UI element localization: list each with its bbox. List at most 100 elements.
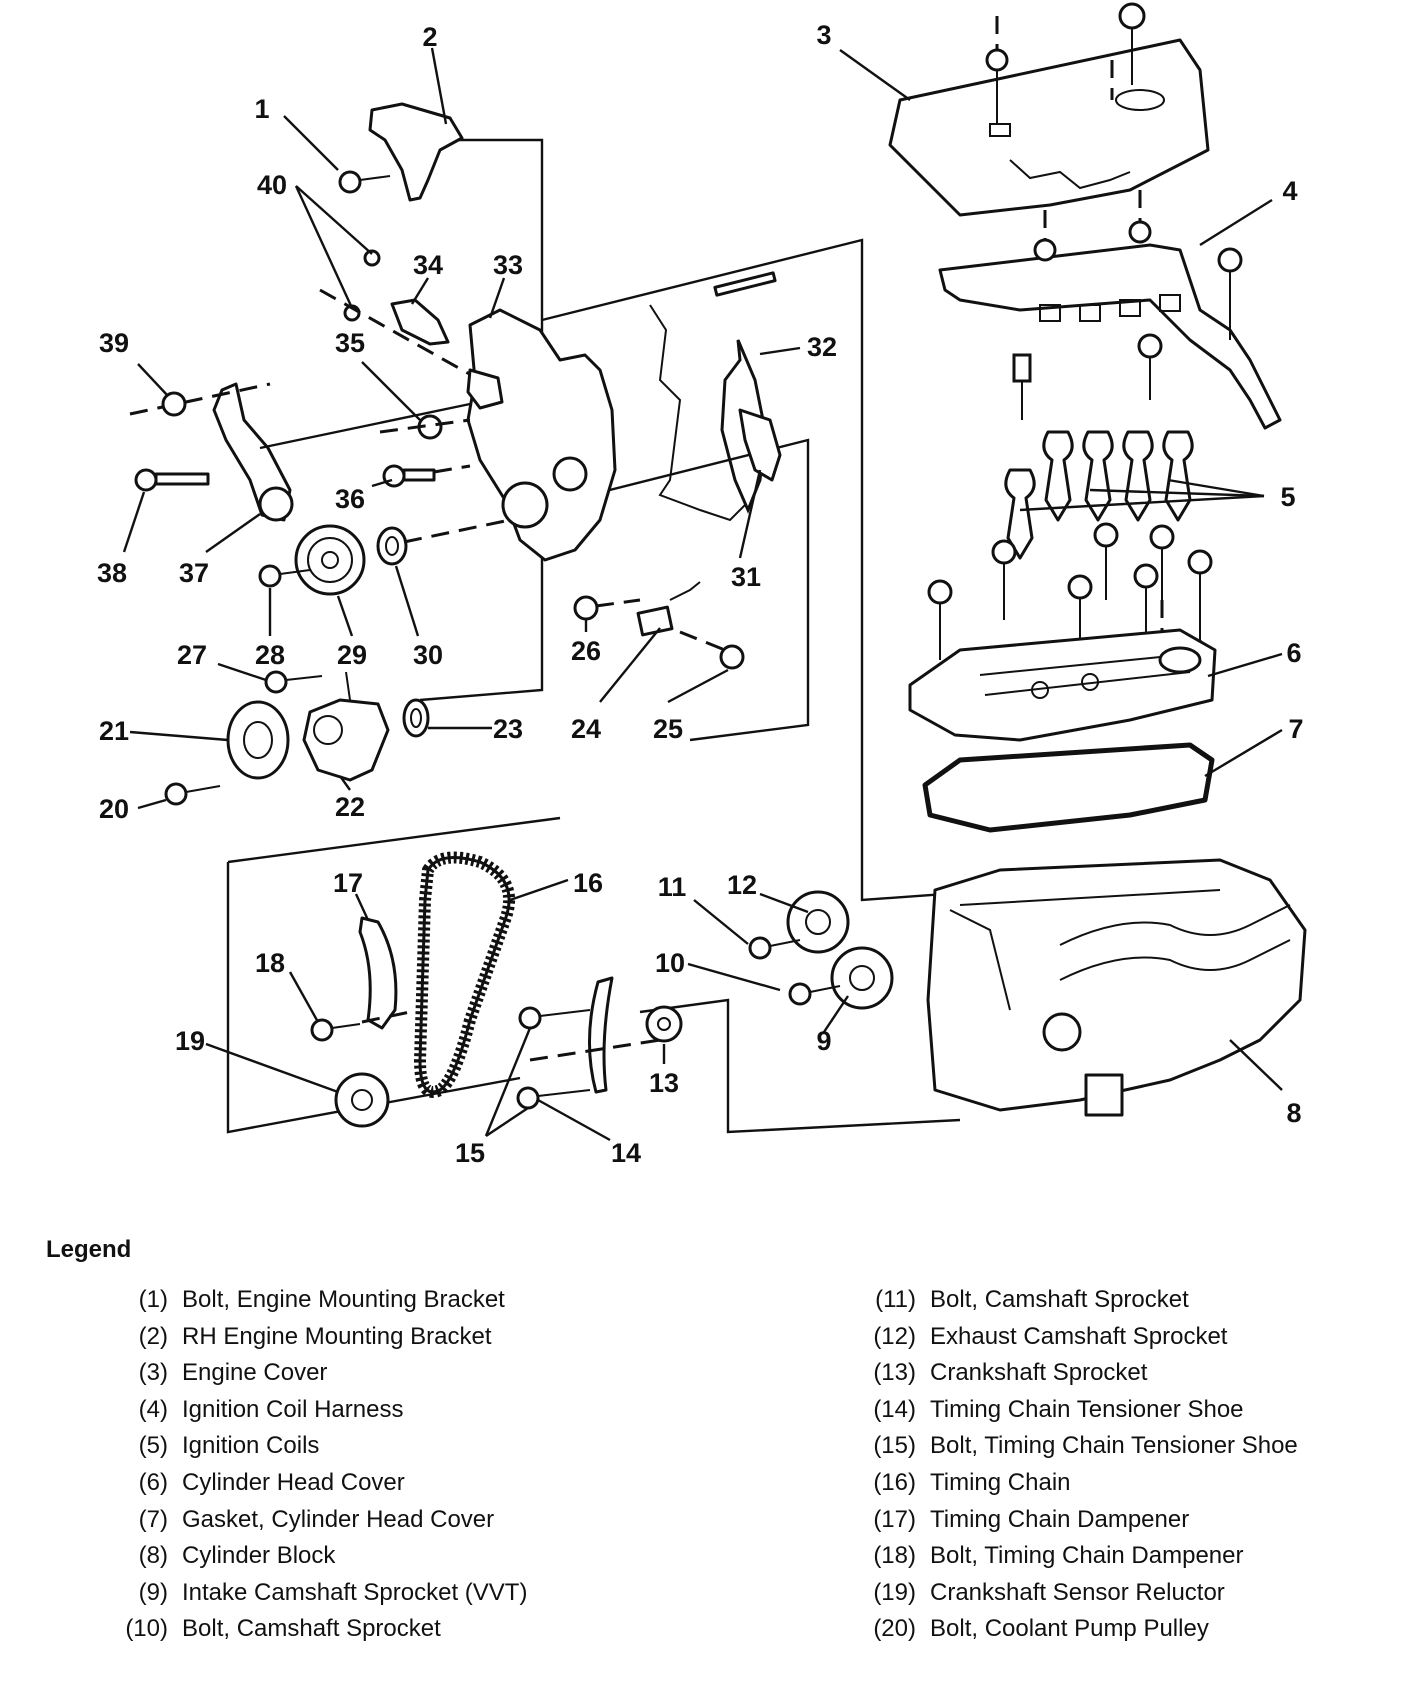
legend-item-text: Ignition Coil Harness [182, 1395, 404, 1423]
legend-item: (19) Crankshaft Sensor Reluctor [838, 1579, 1298, 1616]
legend-item-text: Cylinder Block [182, 1542, 336, 1570]
legend-item: (18) Bolt, Timing Chain Dampener [838, 1542, 1298, 1579]
camshaft-bolt-icon [788, 982, 841, 1006]
washer-40 [363, 249, 381, 267]
legend-item-text: Bolt, Coolant Pump Pulley [930, 1615, 1209, 1643]
coolant-pump-gasket [402, 698, 430, 738]
callout-3: 3 [816, 20, 831, 50]
legend-item-number: (20) [873, 1615, 916, 1643]
engine-cover [888, 38, 1210, 217]
legend-item: (16)Timing Chain [838, 1469, 1298, 1506]
callout-39: 39 [99, 328, 129, 358]
legend-item: (20) Bolt, Coolant Pump Pulley [838, 1615, 1298, 1652]
exhaust-camshaft-sprocket [786, 890, 850, 954]
coil-bolt-icon [1137, 333, 1163, 400]
callout-2: 2 [422, 22, 437, 52]
front-crankshaft-seal [376, 526, 408, 566]
coolant-pump-bolt-icon [264, 670, 323, 694]
legend-item: (10) Bolt, Camshaft Sprocket [90, 1615, 527, 1652]
legend-item-number: (10) [125, 1615, 168, 1643]
callout-16: 16 [573, 868, 603, 898]
legend-item-text: Ignition Coils [182, 1432, 320, 1460]
callout-14: 14 [611, 1138, 641, 1168]
callout-4: 4 [1282, 176, 1297, 206]
engine-cover-nut-icon [985, 48, 1009, 125]
crankshaft-sprocket [645, 1005, 683, 1043]
legend-item-text: Bolt, Timing Chain Dampener [930, 1542, 1244, 1570]
legend-title: Legend [46, 1236, 132, 1263]
coolant-pump-pulley [226, 700, 290, 780]
nut-39 [161, 391, 187, 417]
callout-23: 23 [493, 714, 523, 744]
seal-31 [738, 408, 782, 482]
legend-item: (5) Ignition Coils [90, 1432, 527, 1469]
legend-item-number: (18) [873, 1542, 916, 1570]
cover-stud [713, 271, 777, 297]
legend-item-number: (15) [873, 1432, 916, 1460]
callout-24: 24 [571, 714, 601, 744]
sensor-bolt-icon [573, 595, 599, 621]
callout-33: 33 [493, 250, 523, 280]
cylinder-head-cover [908, 628, 1217, 742]
legend-item-number: (5) [138, 1432, 168, 1460]
legend-item: (17) Timing Chain Dampener [838, 1506, 1298, 1543]
timing-chain-dampener [358, 916, 398, 1030]
callout-29: 29 [337, 640, 367, 670]
camshaft-bolt-icon [748, 936, 801, 960]
legend-item-text: Timing Chain Dampener [930, 1505, 1190, 1533]
legend-item-number: (19) [873, 1578, 916, 1606]
legend-item-number: (13) [873, 1359, 916, 1387]
bolt-36 [382, 464, 436, 488]
frame-lower-right [639, 998, 961, 1134]
idler-bracket-34 [390, 298, 450, 346]
legend-item: (12)Exhaust Camshaft Sprocket [838, 1323, 1298, 1360]
callout-7: 7 [1288, 714, 1303, 744]
callout-labels: 1 2 3 4 5 6 7 8 9 10 11 12 13 14 15 16 1… [97, 20, 1304, 1168]
rh-engine-mounting-bracket [368, 102, 464, 202]
frame-middle [541, 238, 1001, 902]
legend-item: (3)Engine Cover [90, 1359, 527, 1396]
legend-item-text: Exhaust Camshaft Sprocket [930, 1322, 1228, 1350]
timing-chain [413, 851, 515, 1098]
callout-1: 1 [254, 94, 269, 124]
legend-item-text: Bolt, Camshaft Sprocket [182, 1615, 441, 1643]
crankshaft-position-sensor [636, 581, 701, 637]
callout-32: 32 [807, 332, 837, 362]
coolant-pump-pulley-bolt-icon [164, 782, 221, 806]
legend-item-text: Gasket, Cylinder Head Cover [182, 1505, 495, 1533]
exploded-engine-diagram: 1 2 3 4 5 6 7 8 9 10 11 12 13 14 15 16 1… [97, 2, 1307, 1168]
crankshaft-sensor-reluctor [334, 1072, 390, 1128]
dampener-bolt-icon [310, 1018, 361, 1042]
bolt-38 [134, 468, 210, 492]
leader-lines [122, 47, 1283, 1142]
crankshaft-pulley [294, 524, 366, 596]
legend-item-number: (14) [873, 1395, 916, 1423]
mounting-bracket-bolt-icon [338, 170, 391, 194]
callout-38: 38 [97, 558, 127, 588]
legend-item-number: (1) [138, 1286, 168, 1313]
callout-8: 8 [1286, 1098, 1301, 1128]
callout-28: 28 [255, 640, 285, 670]
legend-item-number: (11) [875, 1286, 916, 1313]
legend-column-left: (1)Bolt, Engine Mounting Bracket (2)RH E… [90, 1286, 527, 1652]
legend-item: (15)Bolt, Timing Chain Tensioner Shoe [838, 1432, 1297, 1469]
legend-item-number: (17) [873, 1505, 916, 1533]
legend-item-text: Engine Cover [182, 1359, 328, 1387]
timing-chain-cover [466, 308, 617, 562]
legend-item-text: Cylinder Head Cover [182, 1468, 405, 1496]
callout-12: 12 [727, 870, 757, 900]
legend-item-number: (6) [138, 1468, 168, 1496]
legend-item-text: Crankshaft Sensor Reluctor [930, 1578, 1225, 1606]
cylinder-block [926, 858, 1307, 1117]
callout-25: 25 [653, 714, 683, 744]
frame-lower-left [226, 862, 521, 1134]
tensioner-bolt-icon [518, 1006, 591, 1030]
callout-11: 11 [658, 872, 687, 902]
legend-item: (7) Gasket, Cylinder Head Cover [90, 1506, 527, 1543]
legend-item-number: (4) [138, 1395, 168, 1423]
callout-27: 27 [177, 640, 207, 670]
legend-item-number: (7) [138, 1505, 168, 1533]
callout-10: 10 [655, 948, 685, 978]
callout-9: 9 [816, 1026, 831, 1056]
frame-lower [227, 816, 561, 864]
